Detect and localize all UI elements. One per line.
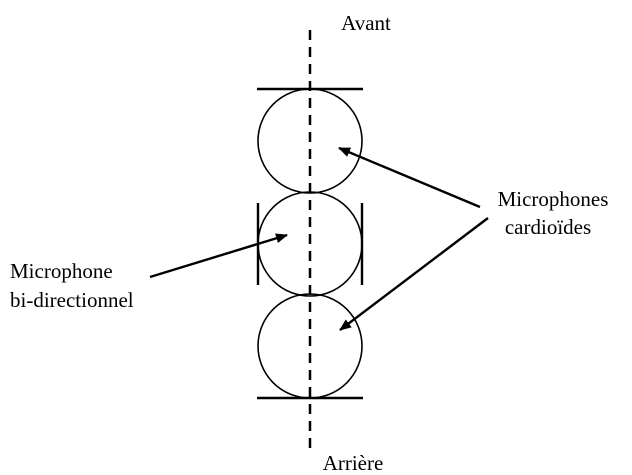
bidirectional-arrow — [149, 233, 288, 279]
cardioid-label-line2: cardioïdes — [505, 215, 591, 239]
cardioid-label-line1: Microphones — [498, 187, 609, 211]
rear-label: Arrière — [323, 451, 384, 475]
cardioid-front-arrow — [338, 146, 481, 209]
front-label: Avant — [341, 11, 391, 35]
cardioid-rear-arrow — [339, 217, 489, 331]
bidirectional-label-line2: bi-directionnel — [10, 288, 134, 312]
bidirectional-label-line1: Microphone — [10, 259, 113, 283]
